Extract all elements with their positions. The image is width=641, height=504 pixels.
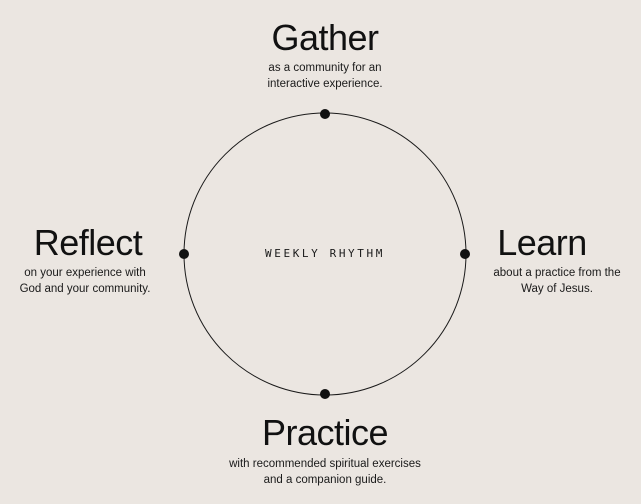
gather-node-dot [320,109,330,119]
gather-title: Gather [271,17,379,58]
learn-node-dot [460,249,470,259]
practice-title: Practice [261,412,389,453]
gather-desc-line-1: as a community for an [268,62,382,74]
practice-description: with recommended spiritual exercises and… [175,456,475,488]
reflect-description: on your experience with God and your com… [5,265,165,297]
learn-desc-line-1: about a practice from the [493,267,621,279]
practice-desc-line-2: and a companion guide. [263,474,387,486]
gather-description: as a community for an interactive experi… [175,60,475,92]
gather-desc-line-2: interactive experience. [267,78,383,90]
reflect-node-dot [179,249,189,259]
center-label: WEEKLY RHYTHM [265,247,385,260]
practice-node-dot [320,389,330,399]
practice-desc-line-1: with recommended spiritual exercises [229,458,421,470]
reflect-title: Reflect [33,222,143,263]
learn-description: about a practice from the Way of Jesus. [477,265,637,297]
learn-title: Learn [497,222,587,263]
reflect-desc-line-1: on your experience with [24,267,146,279]
learn-desc-line-2: Way of Jesus. [521,283,593,295]
reflect-desc-line-2: God and your community. [19,283,151,295]
